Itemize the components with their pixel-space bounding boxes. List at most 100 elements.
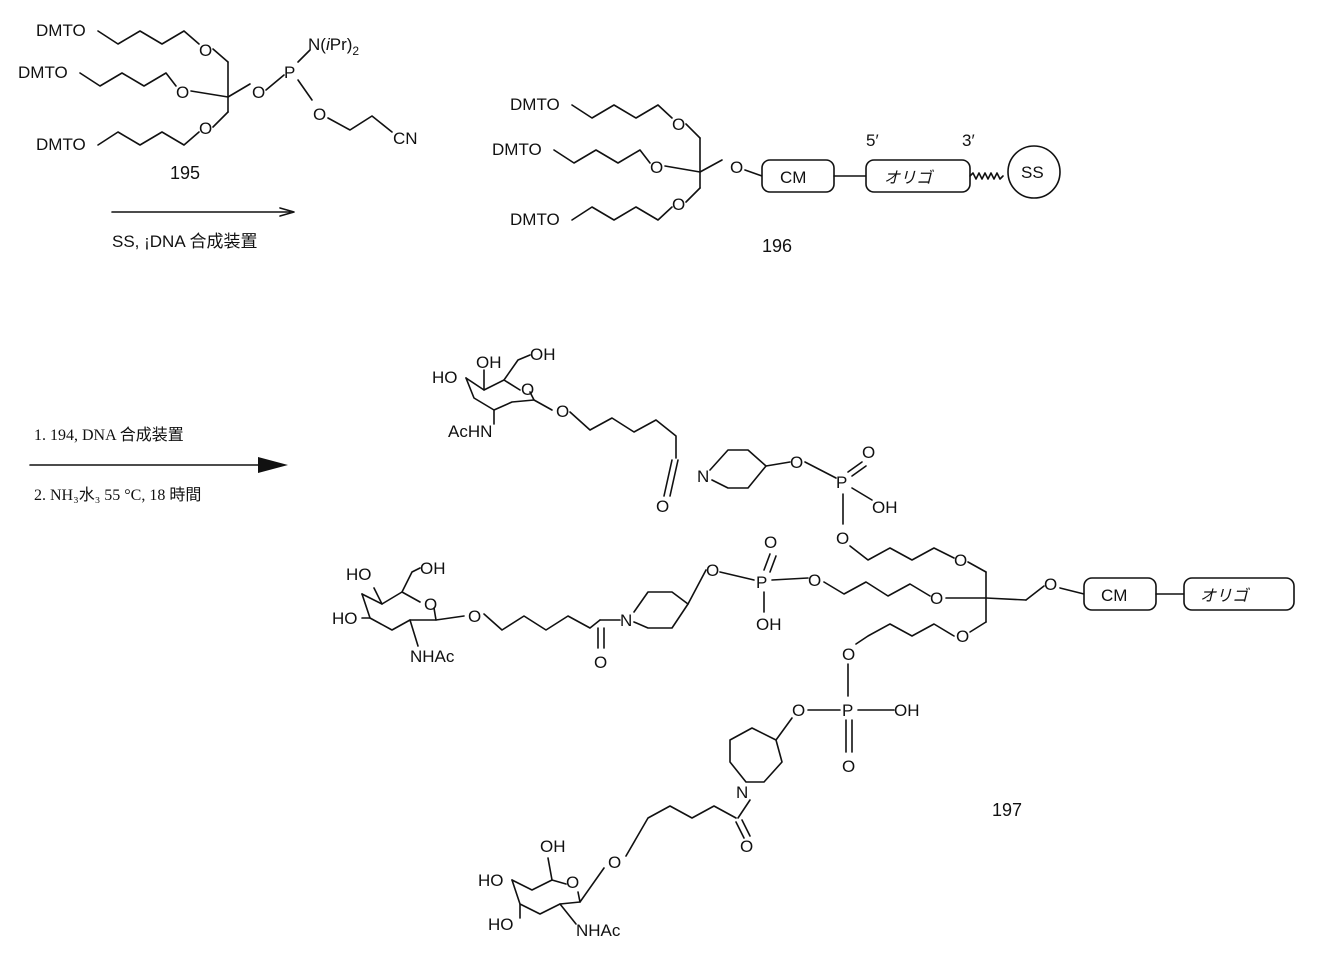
bond xyxy=(504,355,530,380)
oxygen-atom: O xyxy=(199,119,212,138)
dmto-label: DMTO xyxy=(510,95,560,114)
bond xyxy=(80,73,176,86)
acetamido-label: NHAc xyxy=(410,647,455,666)
bond xyxy=(738,800,750,818)
oxygen-atom: O xyxy=(176,83,189,102)
compound-number-196: 196 xyxy=(762,236,792,256)
cm-label: CM xyxy=(780,168,806,187)
ether-oxygen: O xyxy=(954,551,967,570)
bond xyxy=(572,105,672,118)
bond xyxy=(686,124,700,138)
glycoside-oxygen: O xyxy=(608,853,621,872)
phosphoryl-oxygen: O xyxy=(862,443,875,462)
hydroxyl-label: OH xyxy=(530,345,556,364)
bond xyxy=(228,84,250,97)
nitrile-label: CN xyxy=(393,129,418,148)
hydroxyl-label: HO xyxy=(478,871,504,890)
hydroxyl-label: OH xyxy=(894,701,920,720)
ether-oxygen: O xyxy=(930,589,943,608)
phosphorus-atom: P xyxy=(284,63,295,82)
bond xyxy=(776,718,792,740)
dmto-label: DMTO xyxy=(36,135,86,154)
ss-label: SS xyxy=(1021,163,1044,182)
bond xyxy=(98,31,199,44)
dmto-label: DMTO xyxy=(492,140,542,159)
hydroxyl-label: OH xyxy=(420,559,446,578)
bond xyxy=(852,488,872,500)
oxygen-atom: O xyxy=(313,105,326,124)
oxygen-atom: O xyxy=(792,701,805,720)
bond xyxy=(764,554,770,570)
bond xyxy=(436,616,464,620)
phosphorus-atom: P xyxy=(756,573,767,592)
reaction-arrow-1: SS, ¡DNA 合成装置 xyxy=(112,208,294,251)
oxygen-atom: O xyxy=(252,83,265,102)
reaction-conditions-2b: 2. NH₃水₃ 55 °C, 18 時間 xyxy=(34,486,201,504)
galnac-unit-1: OH OH HO AcHN O O xyxy=(432,345,569,441)
oxygen-atom: O xyxy=(730,158,743,177)
piperidine-ring xyxy=(730,728,782,782)
bond xyxy=(266,75,284,90)
compound-195: DMTO DMTO DMTO O O O O P N(iPr)2 O CN 19… xyxy=(18,21,418,183)
compound-number-197: 197 xyxy=(992,800,1022,820)
bond xyxy=(770,556,776,572)
five-prime-label: 5′ xyxy=(866,131,879,150)
sugar-ring xyxy=(466,378,520,390)
compound-196: DMTO DMTO DMTO O O O O CM 5′ オリゴ 3′ SS 1… xyxy=(492,95,1060,256)
compound-197: OH OH HO AcHN O O O N O P O OH O O xyxy=(332,345,1294,940)
carbonyl-oxygen: O xyxy=(740,837,753,856)
hydroxyl-label: HO xyxy=(346,565,372,584)
hydroxyl-label: HO xyxy=(488,915,514,934)
phosphorus-atom: P xyxy=(842,701,853,720)
oxygen-atom: O xyxy=(706,561,719,580)
propyl-linker xyxy=(850,546,954,560)
oxygen-atom: O xyxy=(842,645,855,664)
oligo-label: オリゴ xyxy=(884,168,934,187)
piperidine-nitrogen: N xyxy=(736,783,748,802)
bond xyxy=(548,858,552,880)
ether-oxygen: O xyxy=(956,627,969,646)
propyl-linker xyxy=(824,582,930,596)
galnac-unit-2: HO OH HO NHAc O O xyxy=(332,559,481,666)
glycoside-oxygen: O xyxy=(556,402,569,421)
carbonyl xyxy=(742,820,750,836)
hydroxyl-label: HO xyxy=(432,368,458,387)
cm-label: CM xyxy=(1101,586,1127,605)
bond xyxy=(686,188,700,202)
propyl-linker xyxy=(856,624,954,644)
bond xyxy=(665,166,700,172)
carbonyl-oxygen: O xyxy=(656,497,669,516)
bond xyxy=(700,160,722,172)
bond xyxy=(554,150,650,163)
bond xyxy=(572,207,672,220)
three-prime-label: 3′ xyxy=(962,131,975,150)
oxygen-atom: O xyxy=(672,115,685,134)
bond xyxy=(968,562,986,572)
bond xyxy=(1026,586,1044,600)
carbonyl-oxygen: O xyxy=(594,653,607,672)
bond xyxy=(805,462,836,478)
hydroxyl-label: OH xyxy=(476,353,502,372)
bond xyxy=(328,116,392,132)
reaction-conditions-2a: 1. 194, DNA 合成装置 xyxy=(34,426,184,444)
pentanoyl-chain xyxy=(570,412,676,458)
carbonyl xyxy=(736,822,744,838)
bond xyxy=(766,462,790,466)
bond xyxy=(1060,588,1084,594)
sugar-ring xyxy=(362,592,420,604)
wavy-linker xyxy=(970,173,1003,179)
glycoside-oxygen: O xyxy=(468,607,481,626)
bond xyxy=(410,620,418,646)
oxygen-atom: O xyxy=(836,529,849,548)
galnac-unit-3: OH HO HO NHAc O xyxy=(478,837,621,940)
bond xyxy=(534,400,552,410)
sugar-ring xyxy=(512,880,566,890)
pentanoyl-chain xyxy=(626,806,736,856)
piperidine-ring xyxy=(710,450,766,488)
bond xyxy=(986,598,1026,600)
bond xyxy=(580,868,604,902)
oligo-label: オリゴ xyxy=(1200,586,1250,605)
dmto-label: DMTO xyxy=(36,21,86,40)
bond xyxy=(720,572,754,580)
dmto-label: DMTO xyxy=(18,63,68,82)
